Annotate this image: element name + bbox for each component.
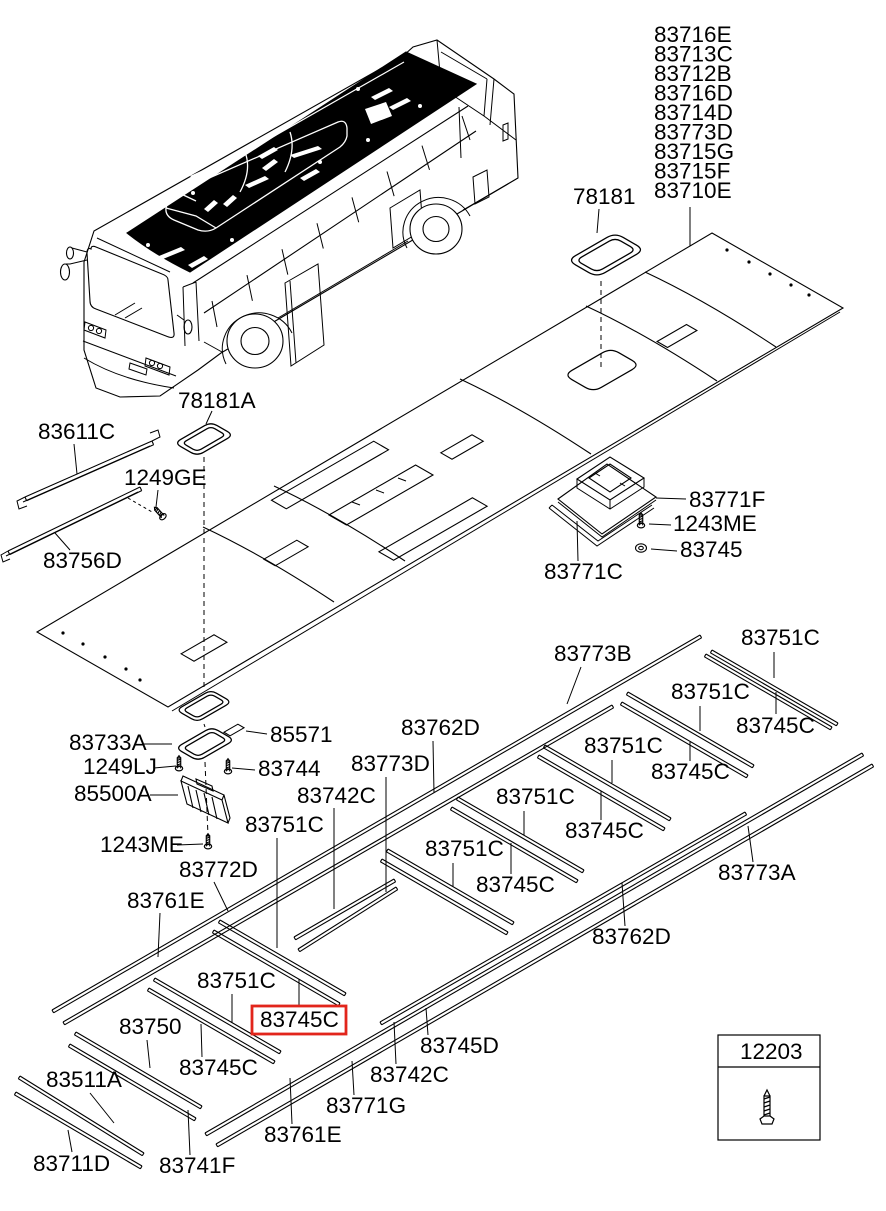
svg-text:83762D: 83762D (401, 715, 480, 740)
svg-text:83762D: 83762D (592, 924, 671, 949)
svg-text:83745C: 83745C (260, 1007, 339, 1032)
svg-text:83714D: 83714D (654, 100, 733, 125)
svg-text:83773B: 83773B (554, 641, 632, 666)
svg-text:83771G: 83771G (326, 1093, 406, 1118)
svg-text:83773D: 83773D (654, 120, 733, 145)
svg-text:83761E: 83761E (264, 1122, 342, 1147)
svg-text:83713C: 83713C (654, 42, 733, 67)
svg-text:83741F: 83741F (159, 1153, 235, 1178)
svg-text:83771F: 83771F (689, 487, 765, 512)
svg-text:83745D: 83745D (420, 1033, 499, 1058)
svg-text:83742C: 83742C (370, 1062, 449, 1087)
svg-text:83715G: 83715G (654, 139, 734, 164)
svg-text:83756D: 83756D (43, 548, 122, 573)
svg-text:83773A: 83773A (718, 860, 796, 885)
svg-text:1249GE: 1249GE (124, 465, 207, 490)
svg-text:83745C: 83745C (736, 713, 815, 738)
svg-text:83750: 83750 (119, 1014, 182, 1039)
svg-text:83751C: 83751C (584, 733, 663, 758)
svg-text:78181A: 78181A (178, 388, 256, 413)
svg-text:83715F: 83715F (654, 159, 730, 184)
svg-text:83745C: 83745C (651, 759, 730, 784)
svg-text:83744: 83744 (258, 756, 321, 781)
svg-text:83772D: 83772D (179, 857, 258, 882)
svg-text:83716E: 83716E (654, 22, 732, 47)
svg-text:85500A: 85500A (74, 781, 152, 806)
svg-text:83745C: 83745C (476, 872, 555, 897)
svg-text:83751C: 83751C (425, 836, 504, 861)
svg-text:83771C: 83771C (544, 559, 623, 584)
svg-text:83751C: 83751C (671, 679, 750, 704)
svg-text:83773D: 83773D (351, 751, 430, 776)
svg-text:83751C: 83751C (496, 784, 575, 809)
svg-text:1243ME: 1243ME (100, 832, 184, 857)
svg-text:83733A: 83733A (69, 730, 147, 755)
svg-text:83742C: 83742C (297, 783, 376, 808)
svg-text:85571: 85571 (270, 722, 333, 747)
svg-text:78181: 78181 (573, 184, 636, 209)
svg-text:83745C: 83745C (565, 818, 644, 843)
svg-text:83710E: 83710E (654, 178, 732, 203)
svg-text:83716D: 83716D (654, 81, 733, 106)
svg-text:83745: 83745 (680, 537, 743, 562)
svg-text:83761E: 83761E (127, 888, 205, 913)
svg-text:12203: 12203 (740, 1039, 803, 1064)
svg-text:83611C: 83611C (38, 419, 115, 444)
svg-text:83711D: 83711D (33, 1151, 110, 1176)
svg-text:1243ME: 1243ME (673, 511, 757, 536)
svg-text:83745C: 83745C (179, 1055, 258, 1080)
svg-text:83751C: 83751C (245, 812, 324, 837)
svg-text:83511A: 83511A (46, 1067, 122, 1092)
svg-text:1249LJ: 1249LJ (83, 754, 157, 779)
svg-text:83751C: 83751C (741, 625, 820, 650)
svg-text:83751C: 83751C (197, 968, 276, 993)
svg-text:83712B: 83712B (654, 61, 732, 86)
